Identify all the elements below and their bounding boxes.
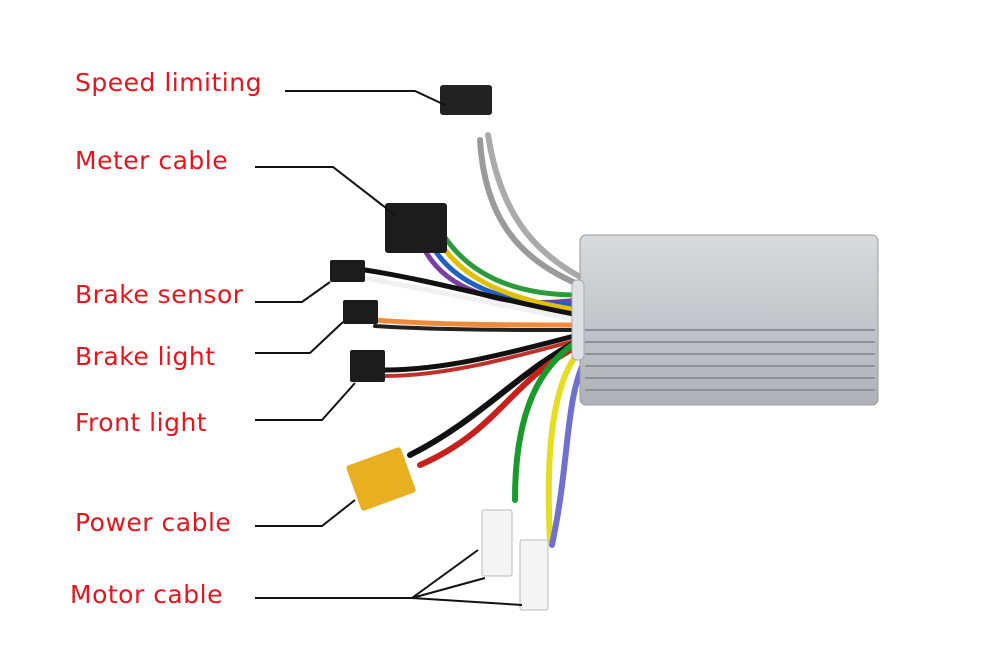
label-meter-cable: Meter cable <box>75 146 229 175</box>
wires <box>362 132 588 548</box>
label-brake-light: Brake light <box>75 342 216 371</box>
connectors <box>330 85 549 611</box>
label-motor-cable: Motor cable <box>70 580 223 609</box>
label-power-cable: Power cable <box>75 508 232 537</box>
leader-lines <box>255 90 523 606</box>
label-speed-limiting: Speed limiting <box>75 68 262 97</box>
label-front-light: Front light <box>75 408 208 437</box>
controller-housing <box>571 234 879 406</box>
label-brake-sensor: Brake sensor <box>75 280 244 309</box>
